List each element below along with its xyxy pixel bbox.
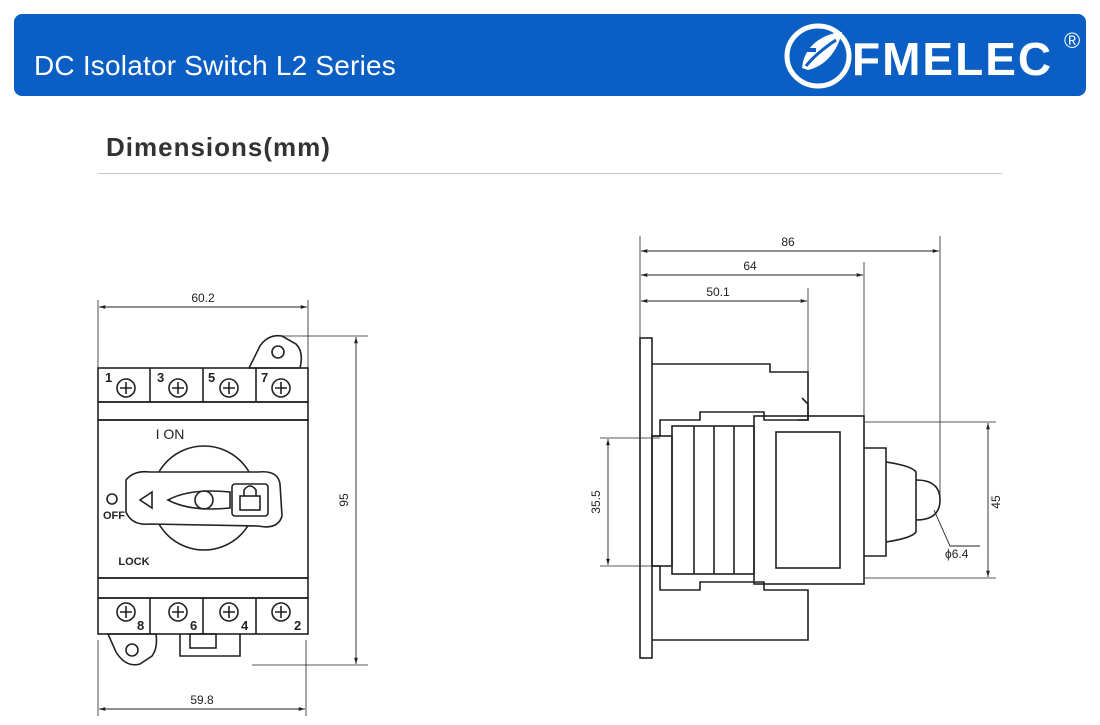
header-banner: DC Isolator Switch L2 Series FMELEC ® (14, 14, 1086, 96)
bottom-collar (97, 577, 309, 599)
bottom-mounting-hole (125, 643, 139, 657)
dim-depth-mid: 64 (743, 259, 757, 273)
lock-window (231, 483, 269, 517)
front-cover (753, 415, 865, 585)
section-divider (98, 173, 1002, 174)
dim-top-width: 60.2 (191, 291, 215, 305)
mid-body (671, 425, 755, 575)
off-label: OFF (103, 510, 125, 522)
page-title: DC Isolator Switch L2 Series (34, 50, 396, 81)
dim-hole-diameter: ϕ6.4 (945, 547, 969, 561)
dim-rail-height: 35.5 (589, 490, 603, 514)
padlock-shackle-icon (243, 485, 257, 496)
terminal-label: 2 (294, 618, 301, 633)
knob-base (864, 447, 887, 557)
terminal-label: 3 (157, 370, 164, 385)
lock-label: LOCK (118, 556, 149, 568)
dim-depth-total: 86 (781, 235, 795, 249)
knob-hole-ring (915, 479, 941, 521)
leaf-logo-icon (784, 23, 852, 89)
handle-pivot (194, 490, 214, 510)
cover-inner (775, 431, 841, 569)
handle-indicator (166, 490, 231, 510)
side-view (600, 236, 996, 659)
dim-height: 95 (337, 493, 351, 507)
brand-logo: FMELEC ® (782, 20, 1082, 92)
side-dimension-lines (606, 249, 990, 577)
terminal-label: 8 (137, 618, 144, 633)
base-plate (639, 337, 653, 659)
on-label: I ON (156, 426, 185, 442)
dim-depth-short: 50.1 (706, 285, 730, 299)
din-clip (179, 634, 241, 657)
front-dimension-lines (99, 305, 358, 711)
section-title: Dimensions(mm) (106, 132, 331, 162)
terminal-label: 4 (241, 618, 249, 633)
terminal-label: 1 (105, 370, 112, 385)
lower-body (652, 565, 809, 641)
padlock-icon (239, 495, 261, 511)
top-mounting-ear (247, 334, 303, 369)
dim-cover-height: 45 (989, 495, 1003, 509)
top-mounting-hole (271, 345, 285, 359)
knob-grip (885, 461, 917, 543)
brand-name: FMELEC (852, 33, 1054, 85)
registered-mark: ® (1064, 28, 1081, 53)
top-collar (97, 401, 309, 421)
bottom-mounting-ear (106, 633, 158, 666)
din-rail-slot (651, 435, 673, 567)
off-symbol-icon (106, 493, 118, 505)
terminal-label: 7 (261, 370, 268, 385)
front-view (97, 300, 368, 716)
dim-bottom-width: 59.8 (190, 693, 214, 707)
top-screws (116, 378, 291, 398)
off-arrow-icon (138, 490, 153, 510)
terminal-label: 5 (208, 370, 215, 385)
front-extension-lines (97, 300, 368, 716)
terminal-label: 6 (190, 618, 197, 633)
bottom-screws (116, 602, 291, 622)
side-extension-lines (600, 236, 996, 579)
